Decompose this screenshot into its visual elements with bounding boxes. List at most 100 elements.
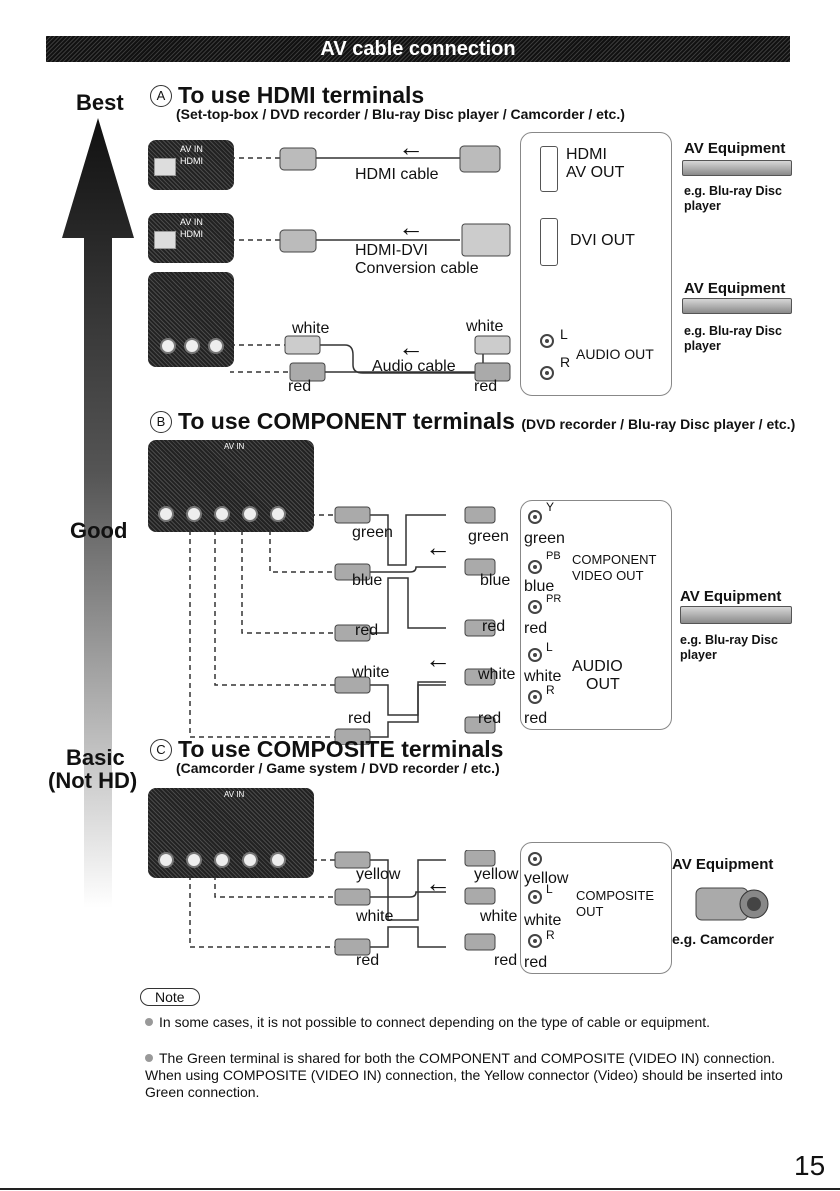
audio-r-marker: R	[560, 354, 571, 370]
red-cable-right: red	[524, 620, 548, 637]
quality-scale-arrow	[62, 118, 134, 908]
page-number: 15	[794, 1150, 826, 1181]
white-cable-left: white	[352, 664, 390, 681]
arrow-left-icon: ←	[398, 212, 424, 242]
note-label-box: Note	[140, 988, 200, 1007]
red2-cable-mid: red	[478, 710, 502, 727]
bullet-icon	[145, 1054, 153, 1062]
green-cable-right: green	[524, 530, 565, 547]
composite-out-2: OUT	[576, 904, 604, 919]
composite-port-1	[158, 852, 174, 868]
composite-r-marker: R	[546, 928, 555, 942]
note-label: Note	[140, 988, 200, 1006]
composite-l-marker: L	[546, 882, 553, 896]
bullet-icon	[145, 1018, 153, 1026]
composite-video-jack	[528, 852, 542, 866]
scale-good: Good	[70, 518, 128, 543]
component-audio-out-2: OUT	[586, 676, 620, 693]
audio-red-right: red	[474, 378, 498, 395]
component-r-marker: R	[546, 683, 555, 697]
scale-best: Best	[76, 90, 124, 115]
tv-composite-panel: AV IN	[148, 788, 314, 878]
component-l-jack	[528, 648, 542, 662]
red-cable-left: red	[355, 622, 379, 639]
component-y-jack	[528, 510, 542, 524]
audio-l-marker: L	[560, 326, 568, 342]
section-a-letter: A	[150, 85, 172, 107]
component-y-marker: Y	[546, 500, 555, 514]
av-equipment-title-2: AV Equipment	[684, 280, 786, 297]
component-r-jack	[528, 690, 542, 704]
blue-cable-left: blue	[352, 572, 383, 589]
arrow-left-icon: ←	[398, 332, 424, 362]
red-c-right: red	[524, 954, 548, 971]
composite-port-5	[270, 852, 286, 868]
audio-out-label: AUDIO OUT	[576, 346, 654, 362]
hdmi-port-icon-2	[154, 231, 176, 249]
arrow-left-icon: ←	[398, 132, 424, 162]
green-cable-mid: green	[468, 528, 509, 545]
component-port-4	[242, 506, 258, 522]
section-c-heading: C To use COMPOSITE terminals	[150, 736, 503, 763]
av-equipment-eg-1b: player	[684, 199, 721, 213]
component-port-1	[158, 506, 174, 522]
av-equipment-eg-1: e.g. Blu-ray Disc	[684, 184, 782, 198]
red-c-left: red	[356, 952, 380, 969]
white-cable-right: white	[524, 668, 562, 685]
white-c-left: white	[356, 908, 394, 925]
composite-port-3	[214, 852, 230, 868]
av-equipment-title-1: AV Equipment	[684, 140, 786, 157]
page-title-bar: AV cable connection	[46, 36, 790, 62]
tv-hdmi-panel-2: AV IN HDMI	[148, 213, 234, 263]
tv-label-hdmi-2: HDMI	[180, 229, 203, 239]
arrow-left-icon: ←	[425, 868, 451, 898]
hdmi-cable-label: HDMI cable	[355, 166, 439, 183]
component-video-out-2: VIDEO OUT	[572, 568, 644, 583]
red-c-mid: red	[494, 952, 518, 969]
section-c-letter: C	[150, 739, 172, 761]
audio-out-jack-r	[540, 366, 554, 380]
note-text-1: In some cases, it is not possible to con…	[159, 1014, 711, 1030]
composite-l-jack	[528, 890, 542, 904]
arrow-left-icon: ←	[425, 532, 451, 562]
audio-white-right: white	[466, 318, 504, 335]
section-c-title: To use COMPOSITE terminals	[178, 736, 504, 762]
av-equipment-title-b: AV Equipment	[680, 588, 782, 605]
bluray-player-icon	[680, 606, 792, 624]
blue-cable-mid: blue	[480, 572, 511, 589]
section-b-cables	[189, 506, 496, 745]
section-c-subtitle: (Camcorder / Game system / DVD recorder …	[176, 760, 500, 776]
av-equipment-eg-2b: player	[684, 339, 721, 353]
component-pb-marker: PB	[546, 550, 561, 562]
scale-not-hd: (Not HD)	[48, 768, 138, 793]
white-cable-mid: white	[478, 666, 516, 683]
scale-basic: Basic	[66, 745, 125, 770]
component-pb-jack	[528, 560, 542, 574]
green-cable-left: green	[352, 524, 393, 541]
yellow-cable-right: yellow	[524, 870, 569, 887]
audio-cable-label: Audio cable	[372, 358, 456, 375]
section-a-cables	[230, 145, 511, 382]
red-cable-mid: red	[482, 618, 506, 635]
section-c-cables	[189, 850, 496, 956]
audio-out-jack-l	[540, 334, 554, 348]
audio-in-port-3	[208, 338, 224, 354]
tv-label-av-in-2: AV IN	[180, 217, 203, 227]
blue-cable-right: blue	[524, 578, 555, 595]
component-pr-jack	[528, 600, 542, 614]
dvi-cable-label-1: HDMI-DVI	[355, 242, 428, 259]
tv-component-panel: AV IN	[148, 440, 314, 532]
component-port-3	[214, 506, 230, 522]
section-b-subtitle: (DVD recorder / Blu-ray Disc player / et…	[521, 416, 796, 432]
av-equipment-eg-b: e.g. Blu-ray Disc	[680, 633, 778, 647]
component-pr-marker: PR	[546, 593, 562, 605]
tv-hdmi-panel-1: AV IN HDMI	[148, 140, 234, 190]
component-l-marker: L	[546, 640, 553, 654]
section-c-output-box	[520, 842, 672, 974]
composite-r-jack	[528, 934, 542, 948]
av-equipment-title-c: AV Equipment	[672, 856, 774, 873]
section-a-title: To use HDMI terminals	[178, 82, 425, 108]
component-port-5	[270, 506, 286, 522]
note-item-2: The Green terminal is shared for both th…	[145, 1050, 790, 1101]
